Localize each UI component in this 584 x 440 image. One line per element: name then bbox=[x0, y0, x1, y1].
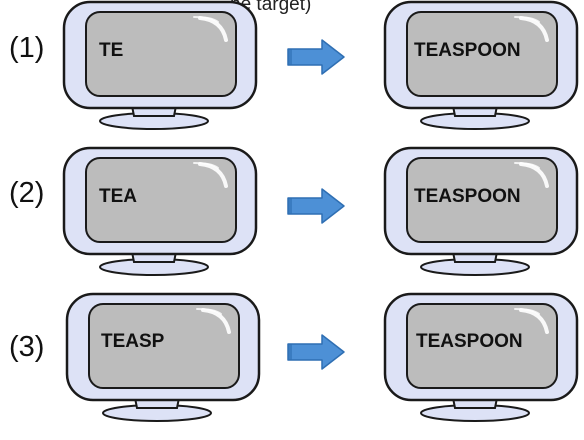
screen-text-after-2: TEASPOON bbox=[414, 186, 521, 207]
monitor-before-1: TE bbox=[62, 0, 262, 130]
monitor-screen bbox=[85, 11, 237, 97]
right-arrow-shape bbox=[287, 334, 345, 370]
screen-glare-small bbox=[193, 16, 219, 23]
monitor-after-1: TEASPOON bbox=[383, 0, 583, 130]
right-arrow-icon bbox=[286, 187, 346, 225]
monitor-before-2: TEA bbox=[62, 146, 262, 276]
monitor-icon bbox=[65, 292, 261, 422]
monitor-icon bbox=[62, 0, 258, 130]
row-label-1: (1) bbox=[9, 32, 45, 64]
screen-text-after-3: TEASPOON bbox=[416, 331, 523, 352]
row-label-3: (3) bbox=[9, 331, 45, 363]
screen-glare bbox=[198, 16, 228, 42]
monitor-screen bbox=[406, 11, 558, 97]
right-arrow-icon bbox=[286, 38, 346, 76]
arrow-tail-shade bbox=[288, 49, 292, 65]
monitor-icon bbox=[383, 0, 579, 130]
monitor-screen bbox=[406, 303, 558, 389]
right-arrow-icon bbox=[286, 333, 346, 371]
monitor-after-2: TEASPOON bbox=[383, 146, 583, 276]
monitor-icon bbox=[383, 146, 579, 276]
screen-glare-small bbox=[514, 308, 540, 315]
screen-glare-small bbox=[514, 162, 540, 169]
monitor-before-3: TEASP bbox=[65, 292, 265, 422]
screen-glare bbox=[519, 16, 549, 42]
screen-text-before-3: TEASP bbox=[101, 331, 165, 352]
monitor-after-3: TEASPOON bbox=[383, 292, 583, 422]
right-arrow-shape bbox=[287, 39, 345, 75]
row-label-2: (2) bbox=[9, 177, 45, 209]
screen-glare-small bbox=[196, 308, 222, 315]
screen-text-before-2: TEA bbox=[99, 186, 137, 207]
screen-glare bbox=[198, 162, 228, 188]
screen-glare bbox=[519, 162, 549, 188]
screen-glare bbox=[519, 308, 549, 334]
monitor-icon bbox=[62, 146, 258, 276]
arrow-tail-shade bbox=[288, 198, 292, 214]
screen-text-before-1: TE bbox=[99, 40, 124, 61]
monitor-screen bbox=[88, 303, 240, 389]
screen-glare-small bbox=[193, 162, 219, 169]
right-arrow-shape bbox=[287, 188, 345, 224]
monitor-screen bbox=[85, 157, 237, 243]
screen-glare bbox=[201, 308, 231, 334]
screen-text-after-1: TEASPOON bbox=[414, 40, 521, 61]
arrow-tail-shade bbox=[288, 344, 292, 360]
screen-glare-small bbox=[514, 16, 540, 23]
monitor-icon bbox=[383, 292, 579, 422]
monitor-screen bbox=[406, 157, 558, 243]
